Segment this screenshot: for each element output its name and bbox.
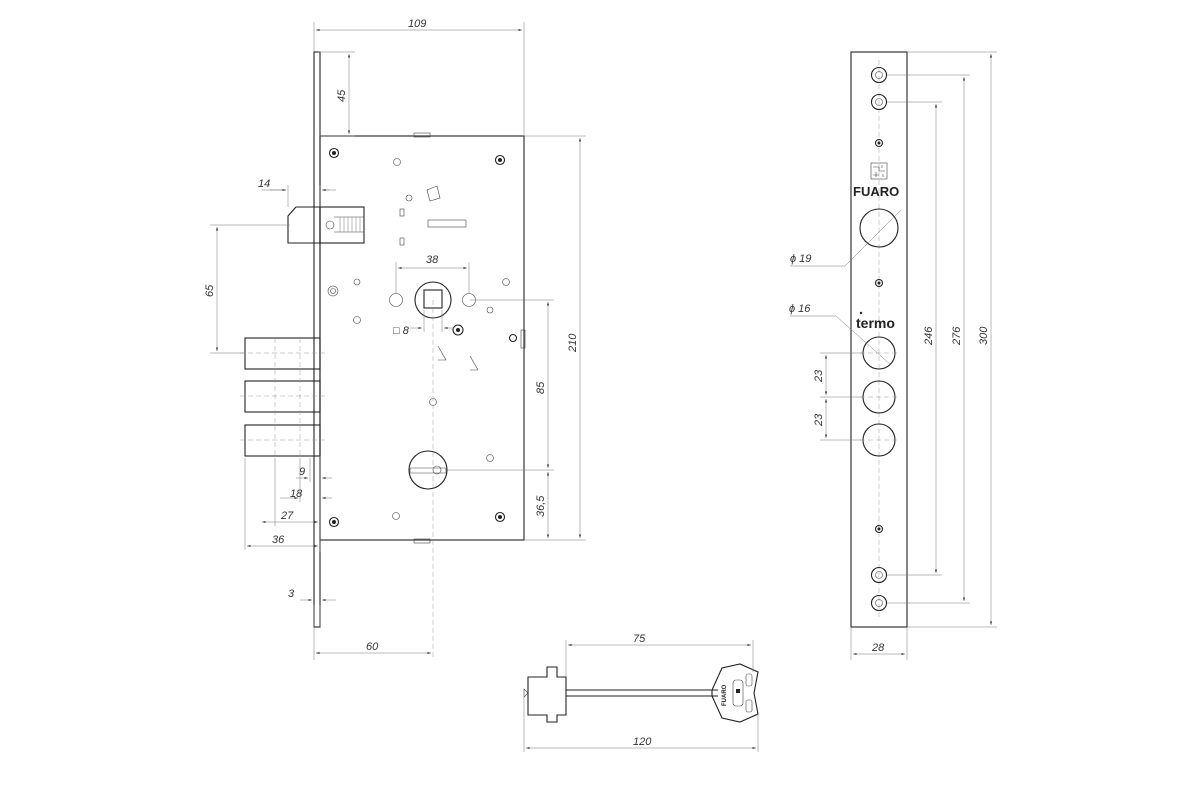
case-screw <box>328 516 340 528</box>
dim-120: 120 <box>633 736 652 748</box>
key-mark: FUARO <box>722 684 728 706</box>
key-bit <box>527 666 567 723</box>
lock-case <box>319 135 525 541</box>
lock-body-view <box>240 51 526 660</box>
fuaro-brand: FUARO <box>853 184 899 199</box>
case-screw <box>494 154 506 166</box>
spindle-hub <box>389 281 476 319</box>
dim-23-upper: 23 <box>813 369 825 383</box>
dim-23-lower: 23 <box>813 413 825 427</box>
dim-109: 109 <box>408 18 426 30</box>
dim-36-5: 36,5 <box>535 495 547 517</box>
dim-27: 27 <box>280 510 294 522</box>
dim-phi-19: ϕ 19 <box>790 253 811 265</box>
dim-75: 75 <box>633 633 646 645</box>
faceplate <box>313 51 321 628</box>
dim-60: 60 <box>366 641 379 653</box>
dim-45: 45 <box>336 89 348 102</box>
cylinder-hole <box>408 450 448 490</box>
faceplate-front <box>850 51 908 628</box>
dim-85: 85 <box>535 381 547 394</box>
dim-36: 36 <box>272 534 285 546</box>
dim-28: 28 <box>871 642 885 654</box>
key-view: FUARO 75 120 <box>523 633 759 752</box>
dim-38: 38 <box>426 254 439 266</box>
termo-brand: termo <box>856 315 895 331</box>
dim-3: 3 <box>288 588 295 600</box>
dim-276: 276 <box>951 326 963 346</box>
dim-246: 246 <box>923 326 935 346</box>
key-bow <box>711 663 759 723</box>
dim-square-8: □ 8 <box>393 325 410 337</box>
deadbolts <box>240 337 325 458</box>
dim-210: 210 <box>567 333 579 353</box>
dim-14: 14 <box>258 178 270 190</box>
case-screw <box>494 511 506 523</box>
case-screw <box>328 147 340 159</box>
front-dimensions: ϕ 19 ϕ 16 23 23 246 276 300 28 <box>789 51 997 660</box>
latch-hole <box>859 208 899 248</box>
dim-9: 9 <box>299 466 305 478</box>
dim-phi-16: ϕ 16 <box>789 303 811 315</box>
fuaro-logo-mark <box>870 162 888 180</box>
body-dimensions: 109 45 14 65 38 □ 8 210 85 36, <box>204 18 586 660</box>
dim-18: 18 <box>290 488 303 500</box>
dim-300: 300 <box>978 326 990 345</box>
dim-65: 65 <box>204 284 216 297</box>
faceplate-front-view: FUARO termo <box>850 51 908 628</box>
latch-bolt <box>287 206 365 244</box>
key-shaft <box>566 689 718 697</box>
